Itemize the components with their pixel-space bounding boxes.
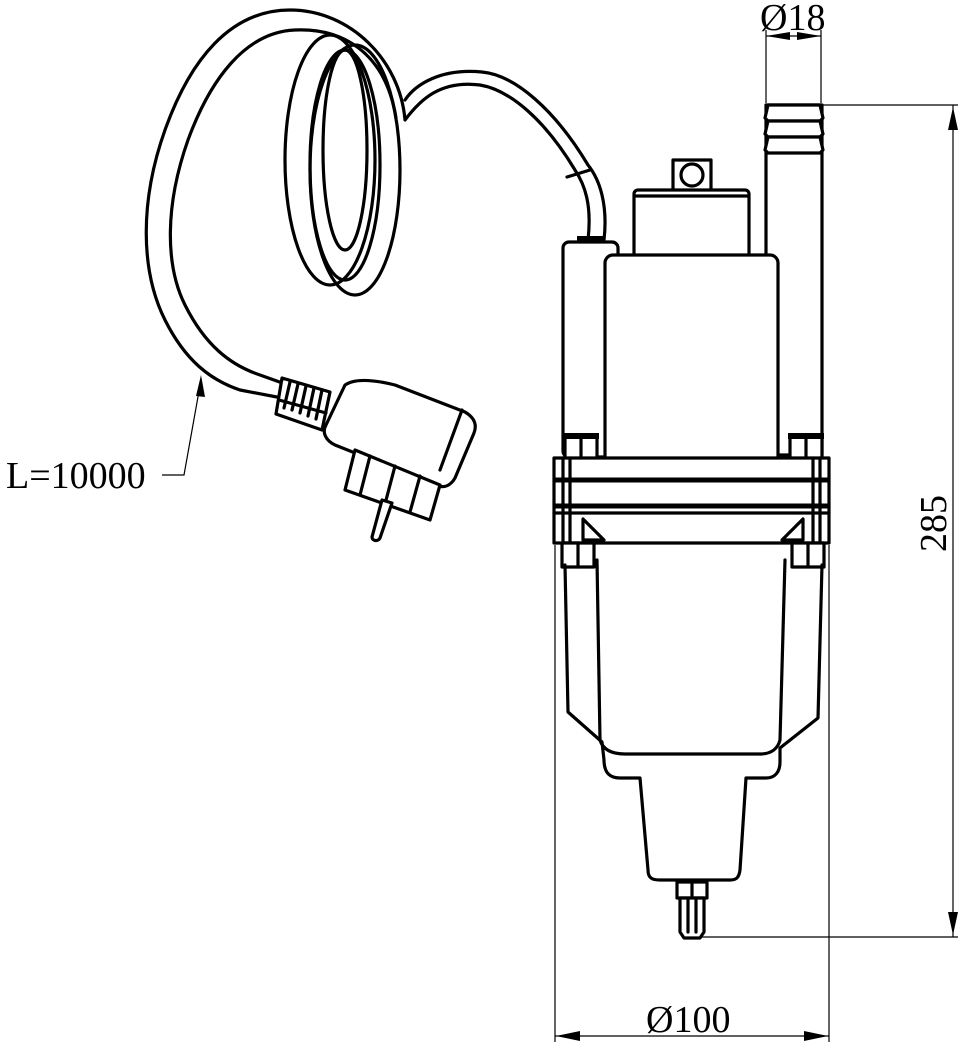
lower-nuts [560,541,826,569]
height-label: 285 [913,495,955,552]
power-plug [274,376,477,543]
bottom-inlet [675,880,709,940]
dim-body-diameter [554,545,830,1042]
power-cable [144,8,607,400]
upper-nuts [563,433,824,461]
clamp-flange [552,456,831,545]
outlet-diameter-label: Ø18 [760,0,825,39]
dim-outlet-diameter [765,30,822,103]
cable-length-label: L=10000 [6,455,146,497]
top-cap [632,158,751,262]
body-diameter-label: Ø100 [646,999,730,1041]
cable-length-leader [162,375,205,476]
dim-height [702,104,958,938]
lower-housing [563,558,824,882]
pump-body [603,253,780,467]
